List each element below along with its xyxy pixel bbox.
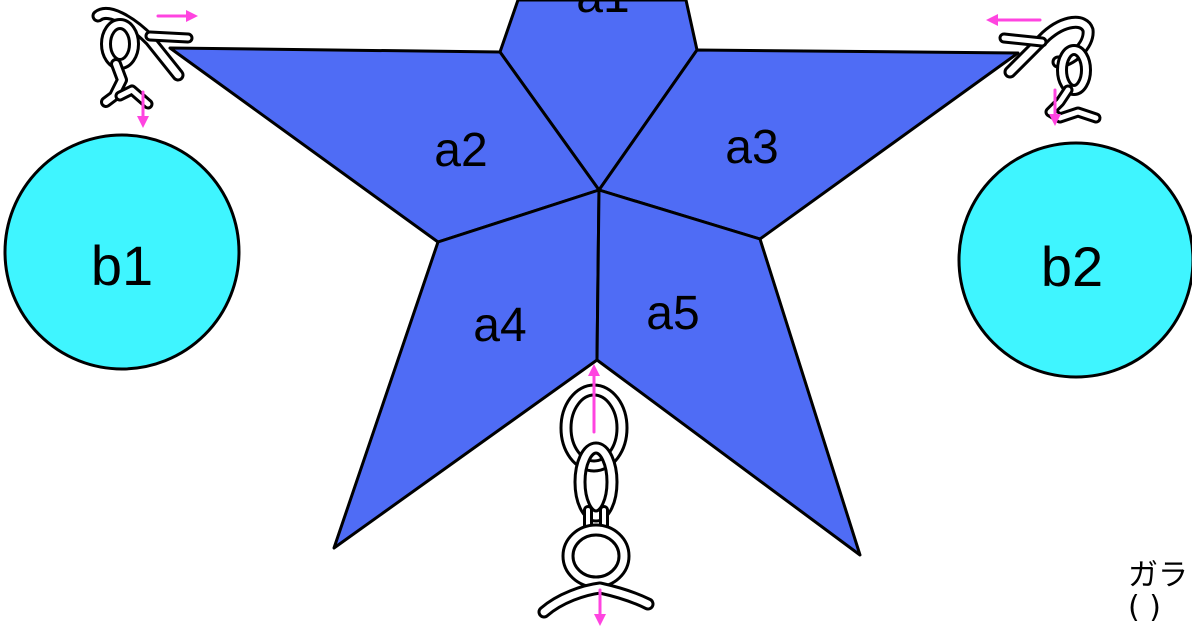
left-hook-icon (98, 13, 188, 104)
label-a3: a3 (725, 121, 778, 174)
label-a4: a4 (473, 299, 526, 352)
corner-caption-line2: ( ) (1128, 592, 1188, 624)
corner-caption-line1: ガラ (1128, 560, 1188, 592)
label-b2: b2 (1041, 235, 1103, 298)
star-segment-a5 (597, 190, 860, 555)
label-b1: b1 (91, 234, 153, 297)
label-a2: a2 (434, 124, 487, 177)
arrow-up-icon (588, 364, 600, 432)
arrow-left-icon (986, 14, 1040, 26)
label-a1: a1 (576, 0, 629, 23)
corner-caption: ガラ ( ) (1128, 560, 1188, 623)
bottom-chain-icon (544, 390, 648, 612)
star-segment-a4 (334, 190, 599, 548)
right-hook-icon (1004, 22, 1096, 118)
label-a5: a5 (646, 287, 699, 340)
arrow-right-icon (158, 10, 198, 22)
